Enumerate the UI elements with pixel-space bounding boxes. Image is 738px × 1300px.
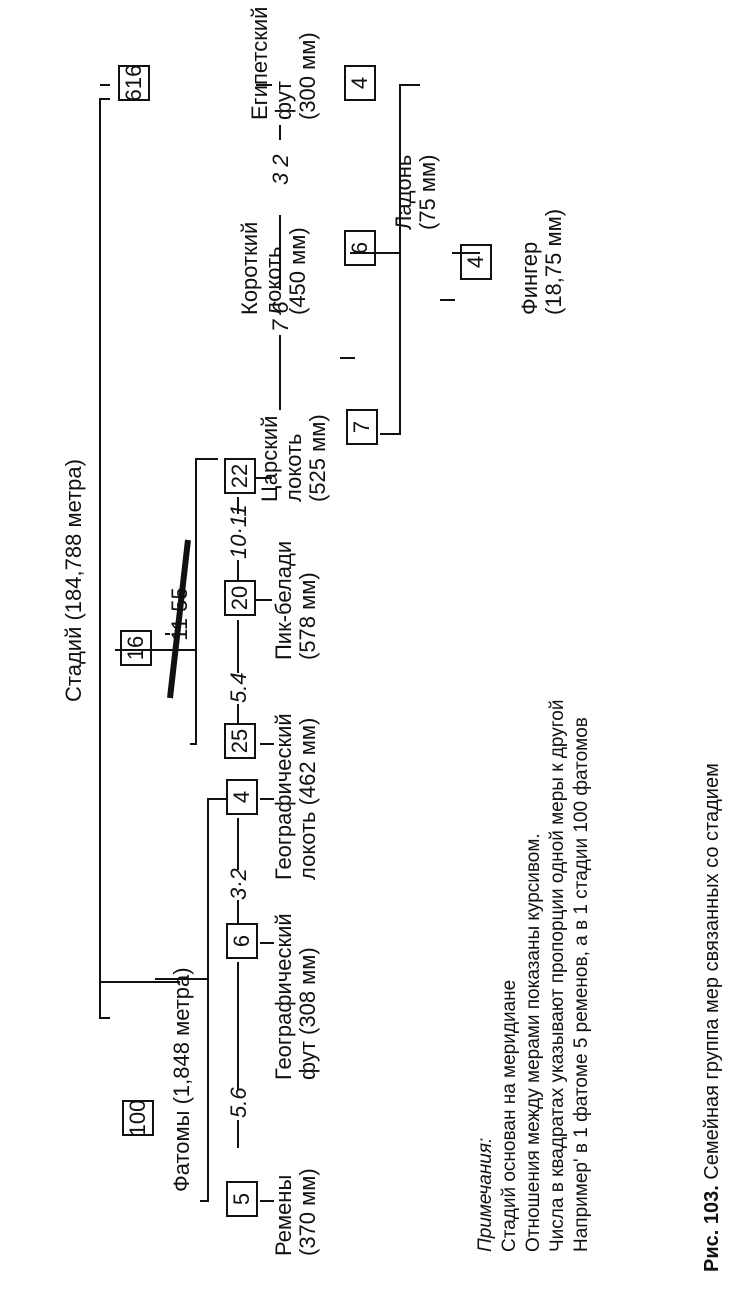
label-geo-fut: Географический фут (308 мм) — [271, 913, 320, 1080]
ratio-10-11: 10·11 — [226, 504, 251, 559]
ratio-3-2-egypt: 3 2 — [268, 154, 293, 185]
fathom-bracket — [200, 798, 228, 1202]
box-100-label: 100 — [125, 1099, 150, 1137]
stadium-title: Стадий (184,788 метра) — [61, 459, 86, 702]
cubit-bracket — [190, 458, 218, 745]
box-616: 616 — [118, 65, 150, 101]
box-7: 7 — [346, 409, 378, 445]
box-6-geo-label: 6 — [229, 934, 254, 948]
ratio-5-4: 5.4 — [226, 672, 251, 703]
box-22-label: 22 — [227, 463, 252, 489]
ratio-3-2-geo: 3·2 — [226, 868, 251, 900]
box-6-short: 6 — [344, 230, 376, 266]
label-geo-lokot: Географический локоть (462 мм) — [271, 713, 320, 880]
box-25-label: 25 — [227, 728, 252, 754]
caption-text: Семейная группа мер связанных со стадием — [701, 763, 723, 1180]
label-short: Короткий локоть (450 мм) — [237, 221, 310, 315]
notes-block: Примечания: Стадий основан на меридиане … — [474, 700, 594, 1252]
box-4-finger-label: 4 — [463, 255, 488, 269]
box-20-label: 20 — [227, 585, 252, 611]
ratio-5-6: 5.6 — [226, 1087, 251, 1118]
box-4-geo: 4 — [226, 779, 258, 815]
box-616-label: 616 — [121, 64, 146, 102]
label-egypt: Египетский фут (300 мм) — [247, 6, 320, 120]
label-pik: Пик-белади (578 мм) — [271, 540, 320, 660]
box-22: 22 — [224, 458, 256, 494]
label-remeny: Ремены (370 мм) — [271, 1168, 320, 1256]
palm-bracket — [380, 84, 420, 435]
box-20: 20 — [224, 580, 256, 616]
box-7-label: 7 — [349, 420, 374, 434]
note-line-3: Числа в квадратах указывают пропорции од… — [547, 699, 568, 1252]
box-4-geo-label: 4 — [229, 790, 254, 804]
box-100: 100 — [122, 1100, 154, 1136]
box-6-short-label: 6 — [347, 241, 372, 255]
figure-caption: Рис. 103. Семейная группа мер связанных … — [701, 763, 723, 1272]
label-finger: Фингер (18,75 мм) — [517, 208, 566, 315]
notes-heading: Примечания: — [475, 1137, 496, 1252]
stadium-top-bracket — [99, 98, 110, 1019]
box-5-label: 5 — [229, 1192, 254, 1206]
box-25: 25 — [224, 723, 256, 759]
box-16-label: 16 — [123, 635, 148, 661]
note-line-4: Например' в 1 фатоме 5 ременов, а в 1 ст… — [571, 717, 592, 1252]
fathoms-title: Фатомы (1,848 метра) — [169, 967, 194, 1192]
label-ladon: Ладонь (75 мм) — [391, 154, 440, 231]
caption-label: Рис. 103. — [701, 1185, 723, 1272]
box-11-55-label: 11 55 — [167, 587, 192, 641]
box-11-55: 11 55 — [166, 580, 194, 648]
box-16: 16 — [120, 630, 152, 666]
box-5: 5 — [226, 1181, 258, 1217]
note-line-2: Отношения между мерами показаны курсивом… — [523, 833, 544, 1252]
box-6-geo: 6 — [226, 923, 258, 959]
box-4-finger: 4 — [460, 244, 492, 280]
ratio-heavy-bar — [167, 539, 191, 699]
box-4-egypt: 4 — [344, 65, 376, 101]
box-4-egypt-label: 4 — [347, 76, 372, 90]
note-line-1: Стадий основан на меридиане — [499, 979, 520, 1252]
label-tsar: Царский локоть (525 мм) — [257, 414, 330, 502]
